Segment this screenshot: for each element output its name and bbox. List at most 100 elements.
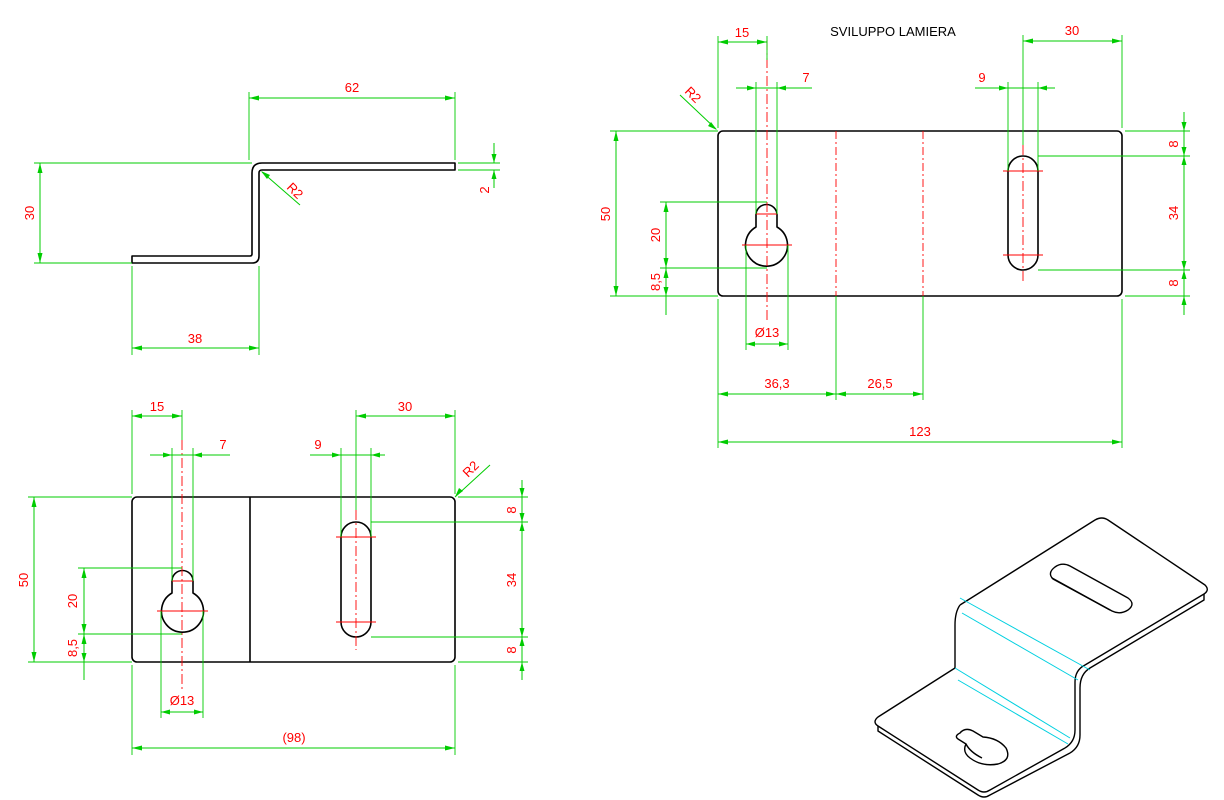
flat-dim-34: 34 xyxy=(1166,206,1181,220)
side-dim-2: 2 xyxy=(477,186,492,193)
flat-50-extension-lines xyxy=(610,130,718,297)
top-7-extension-lines xyxy=(171,448,194,581)
top-dim-8-bottom: 8 xyxy=(504,646,519,653)
top-dim-34: 34 xyxy=(504,573,519,587)
flat-dim-30: 30 xyxy=(1065,23,1079,38)
flat-7-extension-lines xyxy=(755,82,778,214)
iso-slot-inner-edge xyxy=(1051,577,1111,611)
flat-r2-arrow xyxy=(708,122,717,130)
side-2-extension-lines xyxy=(458,162,500,171)
iso-vertical-thickness xyxy=(1069,688,1081,754)
iso-upper-thickness xyxy=(1079,594,1205,689)
top-20-extension-lines xyxy=(78,567,182,635)
flat-dim-d13: Ø13 xyxy=(755,325,780,340)
top-dim-d13: Ø13 xyxy=(170,693,195,708)
flat-keyhole xyxy=(744,203,789,267)
flat-dim-50: 50 xyxy=(598,207,613,221)
side-dim-r2: R2 xyxy=(284,180,306,202)
top-dim-8-top: 8 xyxy=(504,506,519,513)
flat-slot-crosshairs xyxy=(1003,170,1043,256)
flat-bend-lines xyxy=(835,131,924,296)
flat-dim-r2: R2 xyxy=(682,84,704,106)
flat-dim-9: 9 xyxy=(978,70,985,85)
side-dim-30: 30 xyxy=(22,206,37,220)
side-62-extension-lines xyxy=(248,92,456,160)
flat-bottom-extension-lines xyxy=(717,296,1123,448)
top-dim-50: 50 xyxy=(16,573,31,587)
flat-right-extension-lines xyxy=(1038,130,1190,297)
flat-dim-7: 7 xyxy=(802,70,809,85)
flat-pattern: SVILUPPO LAMIERA 15 7 9 30 xyxy=(598,23,1190,448)
top-r2-arrow xyxy=(455,488,463,497)
flat-pattern-outline xyxy=(717,130,1123,297)
top-d13-extension-lines xyxy=(160,611,204,718)
flat-dim-123: 123 xyxy=(909,424,931,439)
iso-vertical-face xyxy=(954,604,1076,749)
top-right-extension-lines xyxy=(371,496,528,663)
flat-15-extension-lines xyxy=(717,36,768,128)
top-98-extension-lines xyxy=(131,665,456,755)
top-right-arrows xyxy=(519,488,525,671)
top-dim-9: 9 xyxy=(314,437,321,452)
flat-pattern-title: SVILUPPO LAMIERA xyxy=(830,24,956,39)
top-slot-crosshairs xyxy=(336,536,376,623)
flat-30-extension-lines xyxy=(1022,35,1123,145)
top-keyhole-crosshairs xyxy=(157,580,208,612)
flat-right-arrows xyxy=(1181,122,1187,305)
side-view-profile xyxy=(131,162,456,264)
side-30-extension-lines xyxy=(34,162,252,264)
flat-dim-15: 15 xyxy=(735,25,749,40)
iso-lower-bend-tangent xyxy=(954,667,1071,745)
top-dim-30: 30 xyxy=(398,399,412,414)
flat-d13-extension-lines xyxy=(745,245,789,350)
side-dim-62: 62 xyxy=(345,80,359,95)
top-7-arrows xyxy=(163,452,202,458)
side-30-arrows xyxy=(37,163,43,263)
flat-15-arrows xyxy=(718,39,767,45)
isometric-view xyxy=(874,517,1208,798)
flat-30-arrows xyxy=(1023,38,1122,44)
top-dim-20: 20 xyxy=(65,594,80,608)
iso-keyhole xyxy=(955,728,1009,766)
iso-slot xyxy=(1049,563,1133,614)
flat-dim-8-top: 8 xyxy=(1166,140,1181,147)
top-30-arrows xyxy=(356,413,455,419)
top-30-extension-lines xyxy=(355,410,456,510)
flat-dim-26-5: 26,5 xyxy=(867,376,892,391)
flat-dim-8-5: 8,5 xyxy=(648,273,663,291)
top-20-arrows xyxy=(81,568,87,662)
flat-20-arrows xyxy=(663,202,669,296)
iso-upper-bend-tangent xyxy=(959,597,1091,681)
top-dim-7: 7 xyxy=(219,437,226,452)
top-50-extension-lines xyxy=(28,496,132,663)
side-dim-38: 38 xyxy=(188,331,202,346)
top-15-extension-lines xyxy=(131,410,183,494)
flat-dim-8-bottom: 8 xyxy=(1166,279,1181,286)
top-15-arrows xyxy=(132,413,182,419)
side-38-extension-lines xyxy=(131,266,260,355)
top-keyhole xyxy=(160,569,205,633)
top-dim-r2: R2 xyxy=(460,458,482,480)
side-2-arrows xyxy=(491,154,497,179)
flat-dim-20: 20 xyxy=(648,228,663,242)
top-dim-98: (98) xyxy=(282,730,305,745)
flat-dim-36-3: 36,3 xyxy=(764,376,789,391)
top-d13-arrows xyxy=(161,709,203,715)
side-view: 62 30 2 38 R2 xyxy=(22,80,500,355)
side-r2-leader xyxy=(261,171,301,206)
flat-keyhole-crosshairs xyxy=(742,213,792,246)
top-dim-15: 15 xyxy=(150,399,164,414)
iso-keyhole-inner-edge xyxy=(965,743,983,759)
top-dim-8-5: 8,5 xyxy=(65,639,80,657)
iso-lower-thickness xyxy=(877,726,1071,798)
flat-slot xyxy=(1007,155,1039,271)
iso-lower-flange xyxy=(874,667,1066,793)
top-view: 15 7 9 30 R2 50 20 8,5 Ø13 xyxy=(16,399,528,755)
iso-upper-flange xyxy=(959,517,1208,683)
flat-d13-arrows xyxy=(746,341,788,347)
flat-7-arrows xyxy=(747,85,786,91)
top-view-outline xyxy=(131,496,456,663)
side-r2-arrow xyxy=(261,171,270,179)
flat-20-extension-lines xyxy=(660,201,767,269)
